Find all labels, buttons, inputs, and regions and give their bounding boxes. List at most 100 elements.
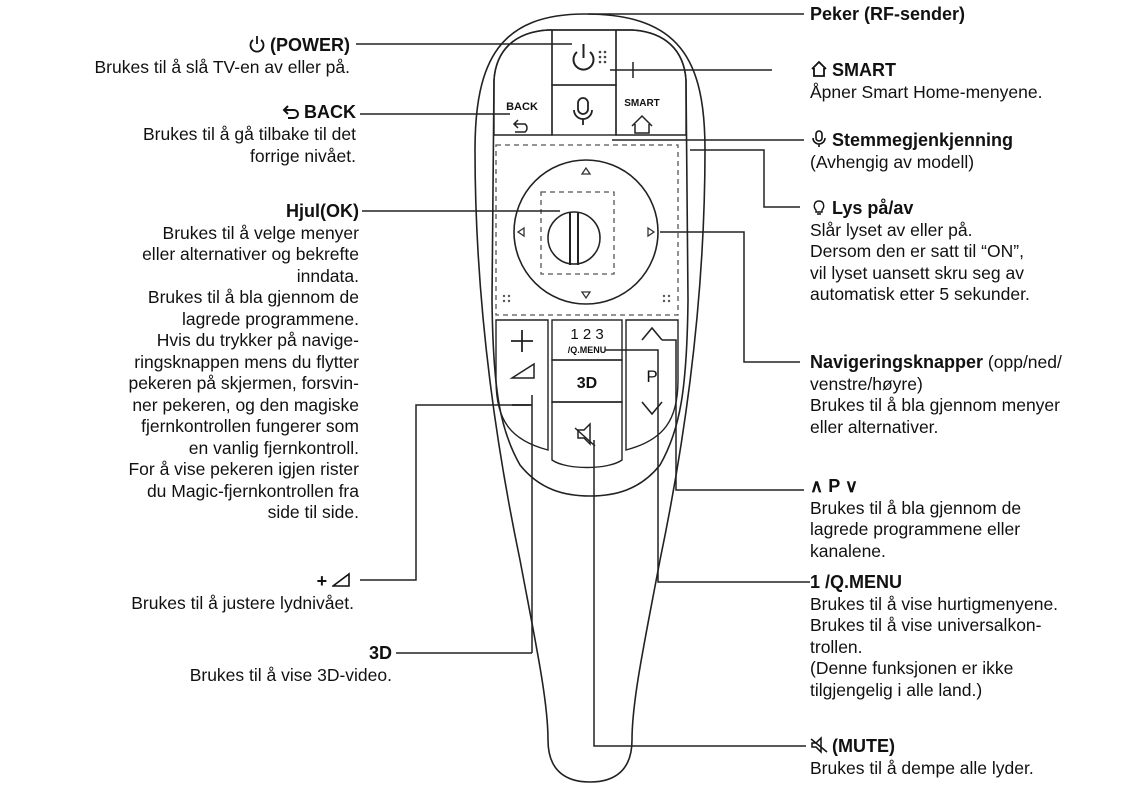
volume-desc-line: Brukes til å justere lydnivået.	[131, 593, 354, 613]
mute-leader	[593, 440, 806, 747]
light-desc-line: vil lyset uansett skru seg av	[810, 262, 1024, 283]
plus-icon	[511, 330, 533, 352]
mute-desc-line: Brukes til å dempe alle lyder.	[810, 758, 1034, 778]
nav-arrows	[516, 166, 656, 300]
wheel-title: Hjul(OK)	[286, 201, 359, 221]
smart-home-icon	[810, 60, 828, 78]
light-dots-icon	[598, 50, 607, 64]
program-down-glyph: ∨	[844, 476, 859, 496]
voice-title: Stemmegjenkjenning	[832, 130, 1014, 150]
program-desc-line: lagrede programmene eller	[810, 519, 1021, 539]
volume-leader	[360, 404, 530, 581]
voice-button-outline	[551, 84, 617, 136]
power-title: (POWER)	[270, 35, 350, 55]
remote-panel-outline	[491, 29, 689, 497]
nav-title: Navigeringsknapper	[810, 352, 984, 372]
program-desc-line: kanalene.	[810, 540, 886, 561]
back-title: BACK	[304, 102, 356, 122]
qmenu-title: 1 /Q.MENU	[810, 572, 903, 592]
wheel-center	[547, 211, 601, 265]
volume-icon	[509, 362, 535, 379]
remote-p-text: P	[646, 367, 657, 386]
program-desc-line: Brukes til å bla gjennom de	[810, 497, 1022, 518]
light-title: Lys på/av	[832, 198, 914, 218]
wheel-desc-line: side til side.	[267, 502, 359, 522]
smart-home-icon	[631, 114, 653, 134]
program-up-glyph: ∧	[810, 476, 824, 496]
mic-icon	[810, 130, 828, 148]
nav-label: Navigeringsknapper (opp/ned/ venstre/høy…	[810, 352, 1062, 438]
qmenu-leader	[605, 349, 810, 583]
light-desc-line: Slår lyset av eller på.	[810, 219, 973, 240]
chevron-down-icon	[641, 401, 663, 416]
wheel-dashed-box	[540, 191, 615, 275]
volume-icon	[332, 571, 350, 589]
qmenu-desc-line: trollen.	[810, 636, 863, 657]
wheel-desc-line: pekeren på skjermen, forsvin-	[128, 373, 359, 393]
volume-title: +	[316, 571, 328, 591]
wheel-desc-line: For å vise pekeren igjen rister	[128, 459, 359, 479]
volume-rocker-outline	[495, 319, 549, 451]
mute-icon	[574, 422, 596, 447]
smart-label: SMART Åpner Smart Home-menyene.	[810, 59, 1042, 103]
nav-area-dashed	[495, 144, 679, 316]
remote-three-d-text: 3D	[577, 375, 597, 392]
nav-leader	[660, 231, 800, 363]
qmenu-desc-line: Brukes til å vise hurtigmenyene.	[810, 593, 1059, 614]
remote-num-text: 1 2 3	[570, 326, 603, 343]
remote-body-outline	[474, 13, 706, 783]
wheel-label: Hjul(OK) Brukes til å velge menyer eller…	[128, 201, 359, 524]
mute-icon	[810, 736, 828, 754]
back-arrow-icon	[512, 119, 528, 133]
mute-title: (MUTE)	[832, 736, 895, 756]
wheel-desc-line: Brukes til å bla gjennom de	[147, 287, 359, 307]
back-desc-line: Brukes til å gå tilbake til det	[142, 124, 356, 144]
light-desc-line: automatisk etter 5 sekunder.	[810, 284, 1030, 304]
back-arrow-icon	[282, 102, 300, 120]
qmenu-desc-line: Brukes til å vise universalkon-	[810, 615, 1042, 635]
nav-desc-line: eller alternativer.	[810, 416, 939, 437]
wheel-desc-line: lagrede programmene.	[181, 308, 359, 329]
wheel-desc-line: eller alternativer og bekrefte	[142, 244, 359, 264]
pointer-title: Peker (RF-sender)	[810, 4, 966, 24]
back-desc-line: forrige nivået.	[249, 146, 356, 166]
qmenu-desc-line: tilgjengelig i alle land.)	[810, 679, 983, 700]
three-d-title: 3D	[368, 643, 392, 663]
light-leader	[690, 149, 800, 208]
light-desc-line: Dersom den er satt til “ON”,	[810, 241, 1024, 261]
wheel-desc-line: ringsknappen mens du flytter	[134, 351, 359, 372]
wheel-desc-line: Hvis du trykker på navige-	[156, 330, 359, 350]
wheel-desc-line: ner pekeren, og den magiske	[132, 394, 359, 415]
wheel-desc-line: inndata.	[296, 265, 359, 286]
three-d-desc-line: Brukes til å vise 3D-video.	[189, 665, 392, 685]
volume-label: + Brukes til å justere lydnivået.	[131, 570, 354, 614]
wheel-desc-line: fjernkontrollen fungerer som	[141, 416, 359, 436]
power-icon	[248, 35, 266, 53]
lightbulb-icon	[810, 198, 828, 216]
qmenu-label: 1 /Q.MENU Brukes til å vise hurtigmenyen…	[810, 572, 1058, 701]
voice-label: Stemmegjenkjenning (Avhengig av modell)	[810, 129, 1013, 173]
back-button-outline	[493, 29, 553, 136]
light-label: Lys på/av Slår lyset av eller på. Dersom…	[810, 198, 1030, 306]
wheel-desc-line: Brukes til å velge menyer	[162, 222, 359, 243]
mute-label: (MUTE) Brukes til å dempe alle lyder.	[810, 735, 1034, 779]
qmenu-desc-line: (Denne funksjonen er ikke	[810, 658, 1014, 678]
channel-rocker-outline	[625, 319, 679, 451]
mute-button-outline	[551, 401, 623, 469]
program-title: P	[828, 476, 840, 496]
program-label: ∧ P ∨ Brukes til å bla gjennom de lagred…	[810, 476, 1021, 562]
smart-button-outline	[615, 29, 687, 136]
program-leader	[662, 339, 804, 491]
back-label: BACK Brukes til å gå tilbake til det for…	[143, 101, 356, 167]
smart-title: SMART	[832, 60, 896, 80]
nav-desc-line: Brukes til å bla gjennom menyer	[810, 395, 1060, 415]
remote-smart-text: SMART	[624, 98, 660, 109]
pointer-label: Peker (RF-sender)	[810, 3, 965, 25]
power-icon	[572, 44, 595, 71]
nav-desc-line: venstre/høyre)	[810, 373, 923, 394]
three-d-label: 3D Brukes til å vise 3D-video.	[190, 642, 392, 686]
power-desc-line: Brukes til å slå TV-en av eller på.	[94, 57, 351, 77]
power-label: (POWER) Brukes til å slå TV-en av eller …	[95, 34, 351, 78]
voice-desc-line: (Avhengig av modell)	[810, 152, 975, 172]
